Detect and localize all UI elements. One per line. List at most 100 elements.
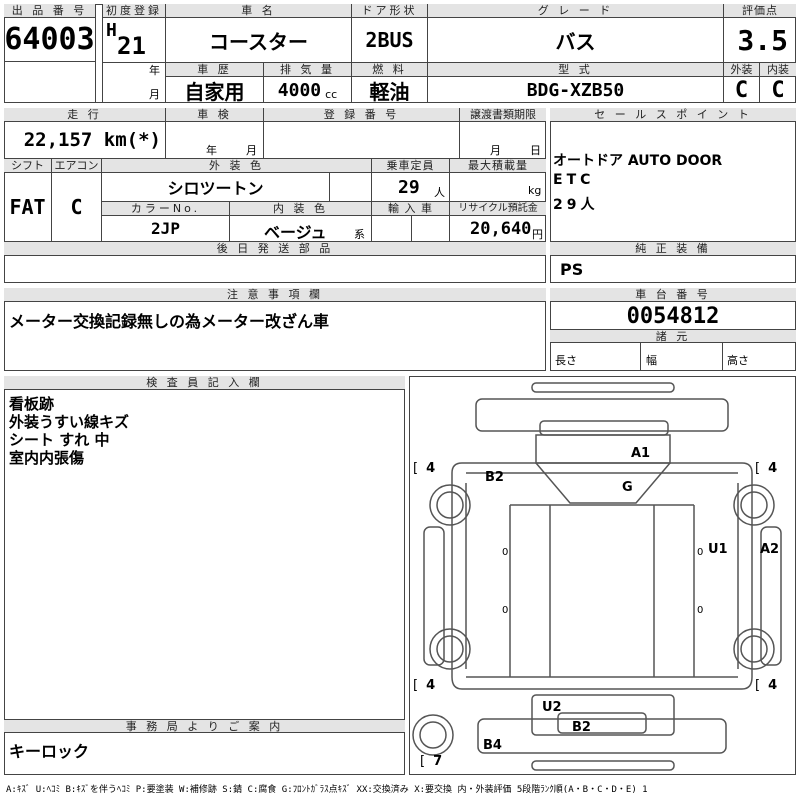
transfer-cell: 月 日 [460,122,546,158]
recycle-cell: 20,640 円 [450,216,546,241]
history: 自家用 [166,77,264,104]
first-reg-label: 初度登録 [102,4,166,18]
damage-mark: B4 [483,738,502,753]
row4-divider [4,241,546,242]
load-unit: kg [528,184,542,197]
displacement-unit: cc [325,87,338,101]
legend: A:ｷｽﾞ U:ﾍｺﾐ B:ｷｽﾞを伴うﾍｺﾐ P:要塗装 W:補修跡 S:錆 … [6,785,648,795]
damage-mark: G [622,480,633,495]
import-label: 輸 入 車 [372,202,450,216]
shift-label: シフト [4,159,52,173]
tire-depth-spare: [7 [420,754,442,769]
diagram-block: A1 B2 G U1 A2 U2 B2 B4 [4 [4 [4 [4 [7 0 … [409,376,796,775]
tire-depth-value: 4 [768,678,777,693]
history-label: 車 歴 [166,63,264,77]
dims-sep [640,343,641,371]
ext-color: シロツートン [102,173,330,201]
capacity: 29 [398,177,420,198]
damage-mark: B2 [485,470,504,485]
model-label: 型 式 [428,63,724,77]
inspection-label: 車 検 [166,108,264,122]
inspector-label: 検 査 員 記 入 欄 [4,376,405,390]
capacity-label: 乗車定員 [372,159,450,173]
car-name-label: 車 名 [166,4,352,18]
transfer-day-unit: 日 [530,144,541,157]
sales-lines: オートドア AUTO DOOR ETC 29人 [553,150,793,216]
tire-depth-value: 4 [426,678,435,693]
sales-label: セ ー ル ス ポ イ ン ト [550,108,796,122]
first-reg-divider [102,62,166,63]
dims-sep [722,343,723,371]
reg-year: 21 [117,32,146,60]
length-label: 長さ [555,354,577,367]
zero-mark: 0 [697,547,703,558]
exterior-score: C [724,77,760,103]
dims-label: 諸 元 [550,329,796,343]
fuel-label: 燃 料 [352,63,428,77]
displacement-cell: 4000 cc [264,77,352,103]
zero-mark: 0 [697,605,703,616]
score-label: 評価点 [724,4,796,18]
height-label: 高さ [727,354,749,367]
row3-divider [102,201,546,202]
chassis-number: 0054812 [626,303,720,329]
tire-depth-value: 4 [426,461,435,476]
later-parts-label: 後 日 発 送 部 品 [4,242,546,256]
int-color-cell: ベージュ 系 [230,216,372,242]
transfer-label: 譲渡書類期限 [460,108,546,122]
displacement-label: 排 気 量 [264,63,352,77]
lot-number: 64003 [4,18,96,62]
genuine-divider [550,241,796,242]
recycle: 20,640 [470,219,532,239]
color-no-label: カラーNo. [102,202,230,216]
door-label: ドア形状 [352,4,428,18]
inspection-cell: 年 月 [166,122,264,158]
recycle-unit: 円 [532,228,543,241]
int-color-unit: 系 [354,228,365,241]
inspector-line: 外装うすい線キズ [9,413,130,431]
notes-label: 注 意 事 項 欄 [4,288,546,302]
inspection-month-unit: 月 [246,144,257,157]
aircon-label: エアコン [52,159,102,173]
zero-mark: 0 [502,547,508,558]
recycle-label: リサイクル預託金 [450,202,546,216]
shift: FAT [4,173,52,241]
import-cell-b [412,216,450,241]
office-label: 事 務 局 よ り ご 案 内 [4,719,405,733]
fuel: 軽油 [352,77,428,104]
lot-empty [4,62,96,103]
genuine-label: 純 正 装 備 [550,242,796,256]
era: H [106,20,117,41]
chassis-label: 車 台 番 号 [550,288,796,302]
grade-label: グ レ ー ド [428,4,724,18]
exterior-label: 外装 [724,63,760,77]
inspector-line: 看板跡 [9,395,55,413]
interior-label: 内装 [760,63,796,77]
row2-divider [4,158,546,159]
model: BDG-XZB50 [428,77,724,103]
vehicle-diagram: A1 B2 G U1 A2 U2 B2 B4 [4 [4 [4 [4 [7 0 … [412,382,782,771]
mileage: 22,157 km(*) [4,122,166,158]
ext-color-label: 外 装 色 [102,159,372,173]
grade: バス [428,18,724,62]
sales-line: ETC [553,172,595,188]
damage-mark: U2 [542,700,562,715]
door-type: 2BUS [352,18,428,62]
inspector-line: 室内内張傷 [9,449,85,467]
tire-depth-value: 4 [768,461,777,476]
import-cell-a [372,216,412,241]
sales-line: オートドア AUTO DOOR [553,153,723,169]
inspector-line: シート すれ 中 [9,431,110,449]
tire-depth-value: 7 [433,754,442,769]
inspection-year-unit: 年 [206,144,217,157]
interior-score: C [771,77,785,103]
damage-mark: A1 [631,446,650,461]
load-label: 最大積載量 [450,159,546,173]
transfer-month-unit: 月 [490,144,501,157]
row1-divider [166,62,796,63]
tire-depth-rr: [4 [755,678,777,693]
office-value: キーロック [9,742,90,761]
mileage-label: 走 行 [4,108,166,122]
inspector-lines: 看板跡 外装うすい線キズ シート すれ 中 室内内張傷 [9,393,130,467]
damage-mark: A2 [760,542,779,557]
